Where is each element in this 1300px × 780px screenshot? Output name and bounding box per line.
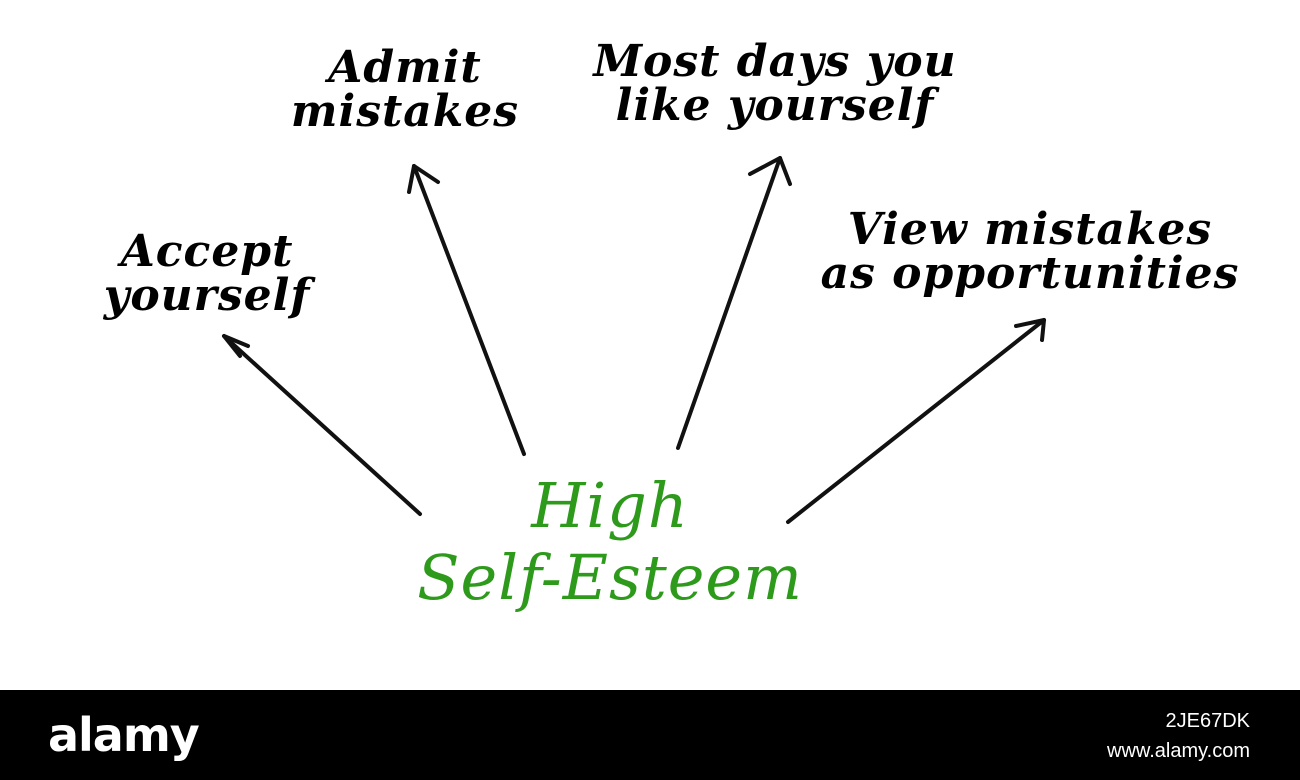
branch-view-mistakes: View mistakes as opportunities bbox=[790, 208, 1270, 296]
branch-admit-mistakes: Admit mistakes bbox=[270, 46, 540, 134]
image-id: 2JE67DK bbox=[1165, 710, 1251, 732]
arrow-admit-mistakes bbox=[407, 164, 526, 456]
branch-accept-line2: yourself bbox=[103, 270, 311, 321]
branch-admit-line1: Admit bbox=[328, 42, 482, 93]
center-title-line1: High bbox=[531, 469, 689, 542]
arrow-most-days bbox=[676, 156, 792, 450]
site-url: www.alamy.com bbox=[1107, 740, 1250, 762]
branch-accept-line1: Accept bbox=[120, 226, 294, 277]
branch-most-days-line2: like yourself bbox=[615, 80, 935, 131]
branch-most-days: Most days you like yourself bbox=[565, 40, 985, 128]
brand-logo: alamy bbox=[48, 708, 200, 762]
branch-admit-line2: mistakes bbox=[290, 86, 520, 137]
branch-view-line2: as opportunities bbox=[820, 248, 1240, 299]
arrow-view-mistakes bbox=[786, 318, 1046, 524]
arrow-accept-yourself bbox=[222, 334, 422, 516]
branch-most-days-line1: Most days you bbox=[593, 36, 957, 87]
watermark-bar: alamy 2JE67DK www.alamy.com bbox=[0, 690, 1300, 780]
branch-accept-yourself: Accept yourself bbox=[72, 230, 342, 318]
center-title-line2: Self-Esteem bbox=[417, 541, 803, 614]
center-title: High Self-Esteem bbox=[330, 470, 890, 614]
branch-view-line1: View mistakes bbox=[847, 204, 1213, 255]
arrows-layer bbox=[222, 156, 1046, 524]
diagram-canvas: Accept yourself Admit mistakes Most days… bbox=[72, 39, 1270, 614]
